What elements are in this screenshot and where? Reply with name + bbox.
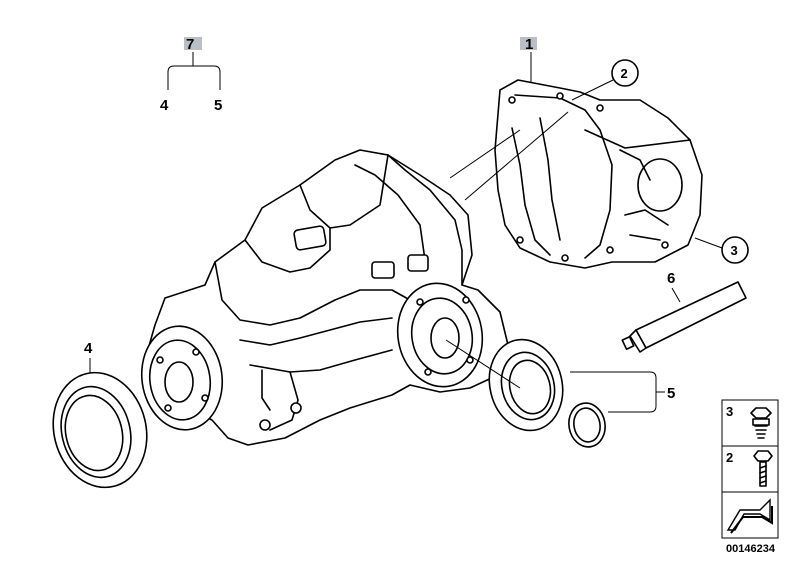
callout-1-highlight (520, 37, 537, 50)
callout-1-label: 1 (525, 36, 533, 53)
rear-cover (449, 79, 703, 269)
bolt-icon (753, 450, 773, 487)
callout-6-label: 6 (667, 270, 675, 287)
callout-group-5: 5 (570, 371, 675, 413)
callout-2-leader (571, 79, 614, 101)
callout-3-leader (694, 237, 723, 249)
diagram-code: 00146234 (726, 543, 776, 555)
shaft-seal-right (445, 338, 606, 448)
arrow-note-icon (726, 498, 773, 534)
oil-plug-icon (750, 407, 772, 439)
callout-5-bracket (570, 371, 665, 413)
callout-3-circle (721, 236, 749, 264)
legend-item-2-label: 2 (726, 450, 733, 465)
callout-2-label: 2 (621, 66, 628, 81)
callout-group-1: 1 (520, 36, 537, 82)
callout-4-label: 4 (84, 340, 93, 357)
callout-group-2: 2 (571, 59, 639, 101)
callout-7-highlight (184, 37, 202, 50)
callout-3-label: 3 (731, 243, 738, 258)
callout-group-7: 7 4 5 (160, 36, 222, 114)
sealant-tube: 6 (621, 270, 747, 353)
shaft-seal-left: 4 (52, 340, 148, 489)
callout-7-sub-4: 4 (160, 97, 169, 114)
legend-panel: 3 2 00146234 (721, 399, 779, 555)
callout-7-bracket (167, 52, 221, 90)
legend-item-3-label: 3 (726, 404, 733, 419)
callout-7-label: 7 (186, 36, 194, 53)
differential-housing (140, 149, 509, 446)
callout-2-circle (611, 59, 639, 87)
callout-5-label: 5 (667, 385, 675, 402)
callout-group-3: 3 (694, 236, 749, 264)
callout-7-sub-5: 5 (214, 97, 222, 114)
